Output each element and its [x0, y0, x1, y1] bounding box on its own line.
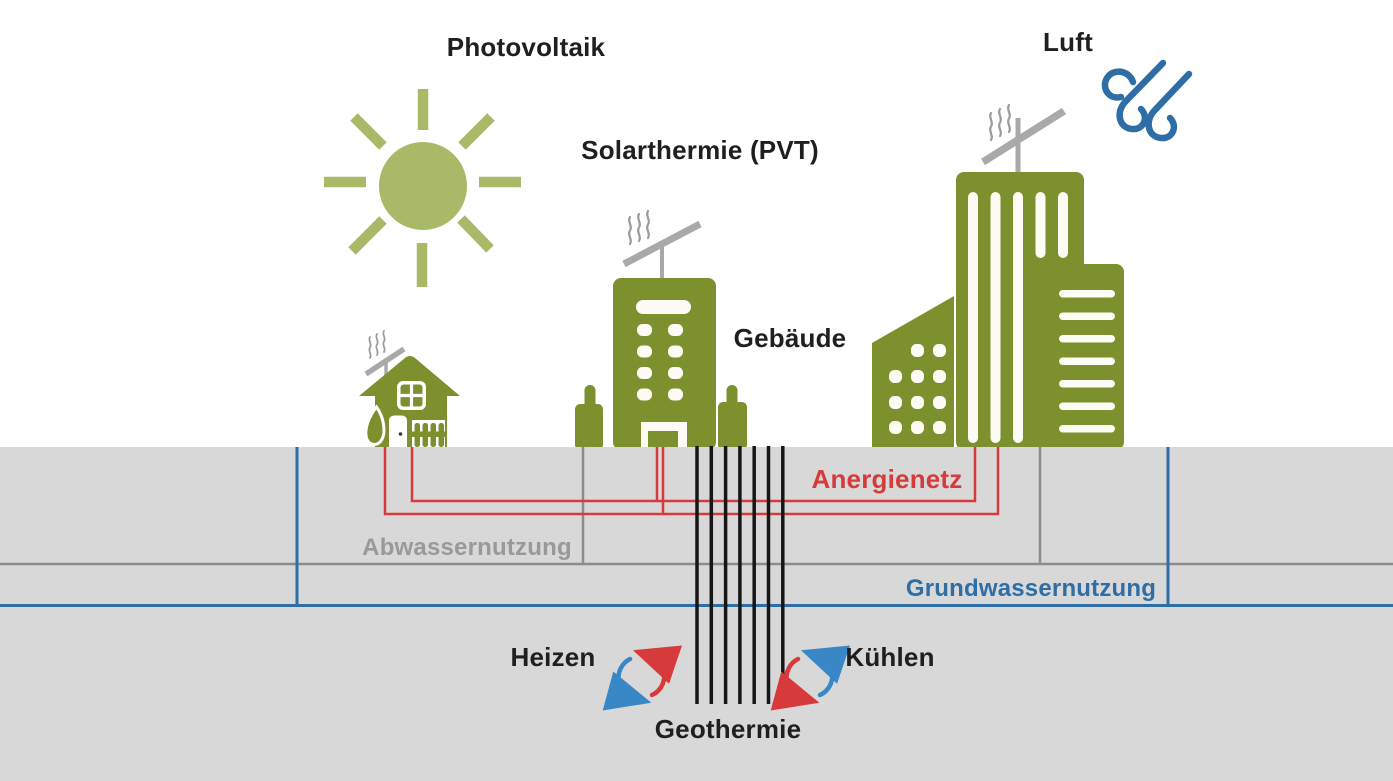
- sun-icon: [324, 89, 521, 287]
- wind-icon: [1101, 59, 1193, 142]
- label-heizen: Heizen: [510, 642, 596, 672]
- cooling-cycle-icon: [770, 645, 851, 711]
- label-abwassernutzung: Abwassernutzung: [362, 534, 572, 561]
- steam-icon: [628, 209, 650, 246]
- solar-panel-icon: [622, 220, 702, 282]
- label-photovoltaik: Photovoltaik: [446, 32, 606, 62]
- label-gebaeude: Gebäude: [733, 323, 847, 353]
- steam-icon: [368, 330, 386, 359]
- apartment-building-icon: [575, 209, 747, 450]
- house-icon: [359, 330, 460, 450]
- heating-cycle-icon: [602, 645, 683, 711]
- solar-panel-icon: [981, 107, 1066, 174]
- label-geothermie: Geothermie: [654, 714, 802, 744]
- anergy-network-lines: [383, 447, 1000, 516]
- label-anergienetz: Anergienetz: [811, 464, 963, 494]
- label-grundwassernutzung: Grundwassernutzung: [905, 575, 1157, 602]
- steam-icon: [989, 103, 1011, 142]
- label-solarthermie: Solarthermie (PVT): [581, 135, 819, 165]
- label-luft: Luft: [1043, 27, 1093, 57]
- office-complex-icon: [872, 103, 1124, 450]
- label-kuehlen: Kühlen: [845, 642, 935, 672]
- borehole-lines-icon: [695, 446, 785, 704]
